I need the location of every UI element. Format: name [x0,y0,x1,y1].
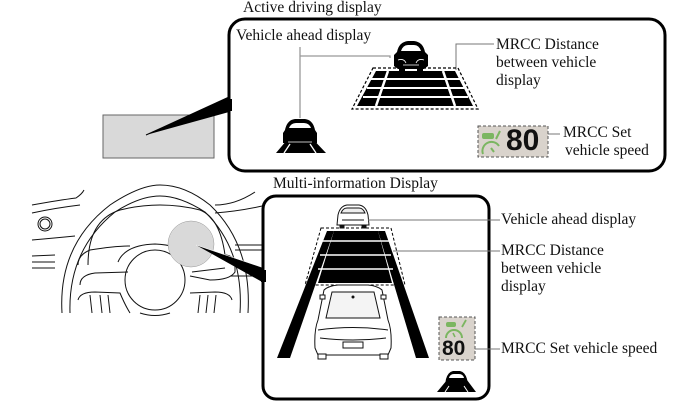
distance-bars-icon-top [351,67,479,110]
leader-distance-top [455,43,494,70]
own-car-icon [314,284,392,360]
label-set-speed-top-line2: vehicle speed [565,142,649,159]
label-distance-bottom: MRCC Distance between vehicle display [501,242,604,296]
road-edge-left [277,231,334,358]
multi-information-display-title: Multi-information Display [273,175,438,192]
label-set-speed-top-line1: MRCC Set [563,124,632,141]
label-distance-bottom-line1: MRCC Distance [501,242,604,259]
set-speed-badge-bottom [438,316,476,361]
leader-vehicle-ahead-top [299,47,391,118]
windshield-display-area [102,114,215,159]
label-set-speed-bottom: MRCC Set vehicle speed [501,340,658,357]
car-ahead-icon-bottom [336,204,370,229]
road-edge-right [378,231,429,358]
mrcc-speedometer-icon [481,130,501,155]
label-distance-top-line1: MRCC Distance [496,36,599,53]
callout-pointer-bottom [196,245,264,283]
label-distance-bottom-line2: between vehicle [501,260,602,277]
label-distance-top-line3: display [496,72,541,89]
distance-bars-icon-bottom [304,227,406,286]
label-distance-top: MRCC Distance between vehicle display [496,36,599,90]
label-vehicle-ahead-top: Vehicle ahead display [236,27,372,44]
set-speed-badge-top [477,125,549,158]
active-driving-display-title: Active driving display [243,0,382,16]
dashboard-illustration [31,184,263,316]
vehicle-ahead-icon-bottom [437,371,476,393]
speed-value-top: 80 [506,124,540,157]
car-ahead-icon [394,41,428,72]
mrcc-speedometer-icon-bottom [445,319,467,339]
label-vehicle-ahead-bottom: Vehicle ahead display [501,211,637,228]
vehicle-ahead-icon-top [276,119,326,154]
label-set-speed-top: MRCC Set vehicle speed [563,124,649,160]
label-distance-top-line2: between vehicle [496,54,597,71]
cluster-display-area [167,220,215,268]
speed-value-bottom: 80 [442,337,466,360]
label-distance-bottom-line3: display [501,278,546,295]
